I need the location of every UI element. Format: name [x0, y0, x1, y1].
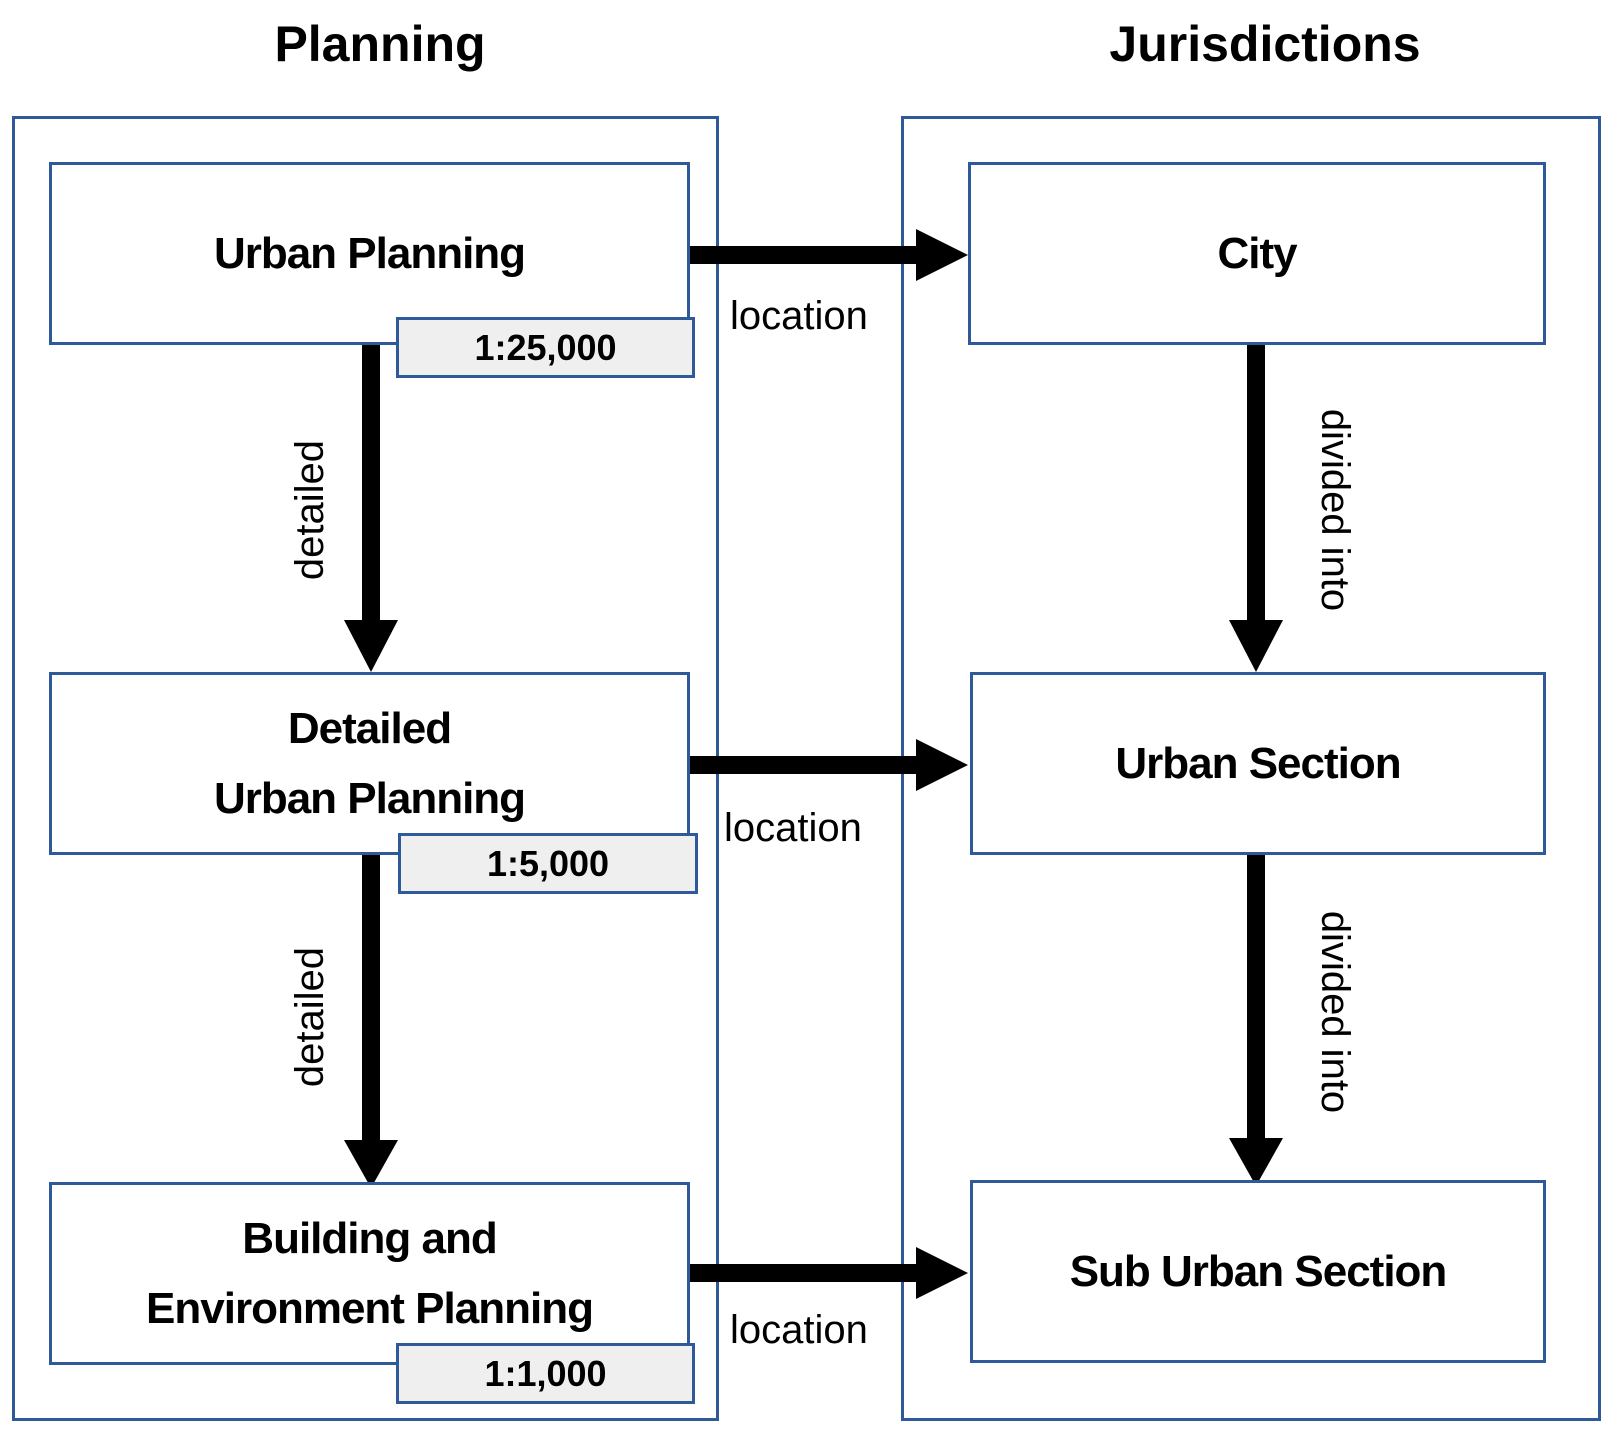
- edge-label-location-2: location: [724, 806, 862, 850]
- arrow-city-to-urban-section: [1229, 345, 1283, 672]
- edge-label-location-3: location: [730, 1308, 868, 1352]
- edge-label-detailed-2: detailed: [288, 946, 332, 1088]
- node-urban-planning-label: Urban Planning: [213, 228, 526, 278]
- arrow-urban-section-to-sub: [1229, 855, 1283, 1186]
- node-detailed-urban-planning-line1: Detailed: [287, 703, 452, 753]
- edge-label-divided-into-1: divided into: [1313, 408, 1357, 612]
- node-detailed-urban-planning: Detailed Urban Planning: [49, 672, 690, 855]
- jurisdictions-column-title: Jurisdictions: [1109, 16, 1421, 72]
- node-building-environment-planning: Building and Environment Planning: [49, 1182, 690, 1365]
- node-building-environment-planning-line1: Building and: [242, 1213, 497, 1263]
- node-urban-section-label: Urban Section: [1115, 738, 1401, 788]
- node-building-environment-planning-line2: Environment Planning: [146, 1283, 594, 1333]
- node-city: City: [968, 162, 1546, 345]
- node-detailed-urban-planning-line2: Urban Planning: [213, 773, 526, 823]
- node-sub-urban-section-label: Sub Urban Section: [1069, 1246, 1448, 1296]
- node-urban-section: Urban Section: [970, 672, 1546, 855]
- scale-badge-building-environment-planning: 1:1,000: [396, 1343, 695, 1404]
- arrow-urban-to-detailed: [344, 345, 398, 672]
- arrow-location-3: [690, 1247, 968, 1299]
- node-urban-planning: Urban Planning: [49, 162, 690, 345]
- scale-badge-urban-planning: 1:25,000: [396, 317, 695, 378]
- node-sub-urban-section: Sub Urban Section: [970, 1180, 1546, 1363]
- edge-label-divided-into-2: divided into: [1313, 910, 1357, 1114]
- arrow-location-1: [690, 229, 968, 281]
- arrow-location-2: [690, 739, 968, 791]
- edge-label-detailed-1: detailed: [288, 439, 332, 581]
- arrow-detailed-to-building: [344, 855, 398, 1188]
- edge-label-location-1: location: [730, 294, 868, 338]
- scale-badge-detailed-urban-planning: 1:5,000: [398, 833, 698, 894]
- node-city-label: City: [1217, 228, 1297, 278]
- planning-column-title: Planning: [274, 16, 486, 72]
